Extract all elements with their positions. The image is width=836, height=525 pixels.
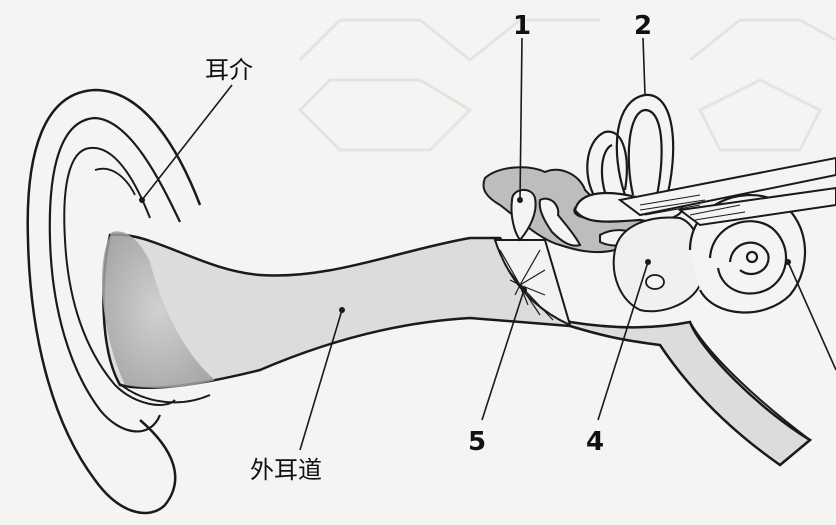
label-number-1: 1	[513, 11, 531, 41]
label-auricle: 耳介	[205, 56, 253, 84]
background-watermark	[300, 20, 836, 150]
auricle-crus	[95, 169, 135, 195]
label-number-5: 5	[468, 427, 486, 457]
round-window	[646, 275, 664, 289]
vestibule	[614, 217, 702, 311]
label-ear-canal: 外耳道	[250, 456, 322, 484]
label-number-2: 2	[634, 11, 652, 41]
label-number-4: 4	[586, 427, 604, 457]
